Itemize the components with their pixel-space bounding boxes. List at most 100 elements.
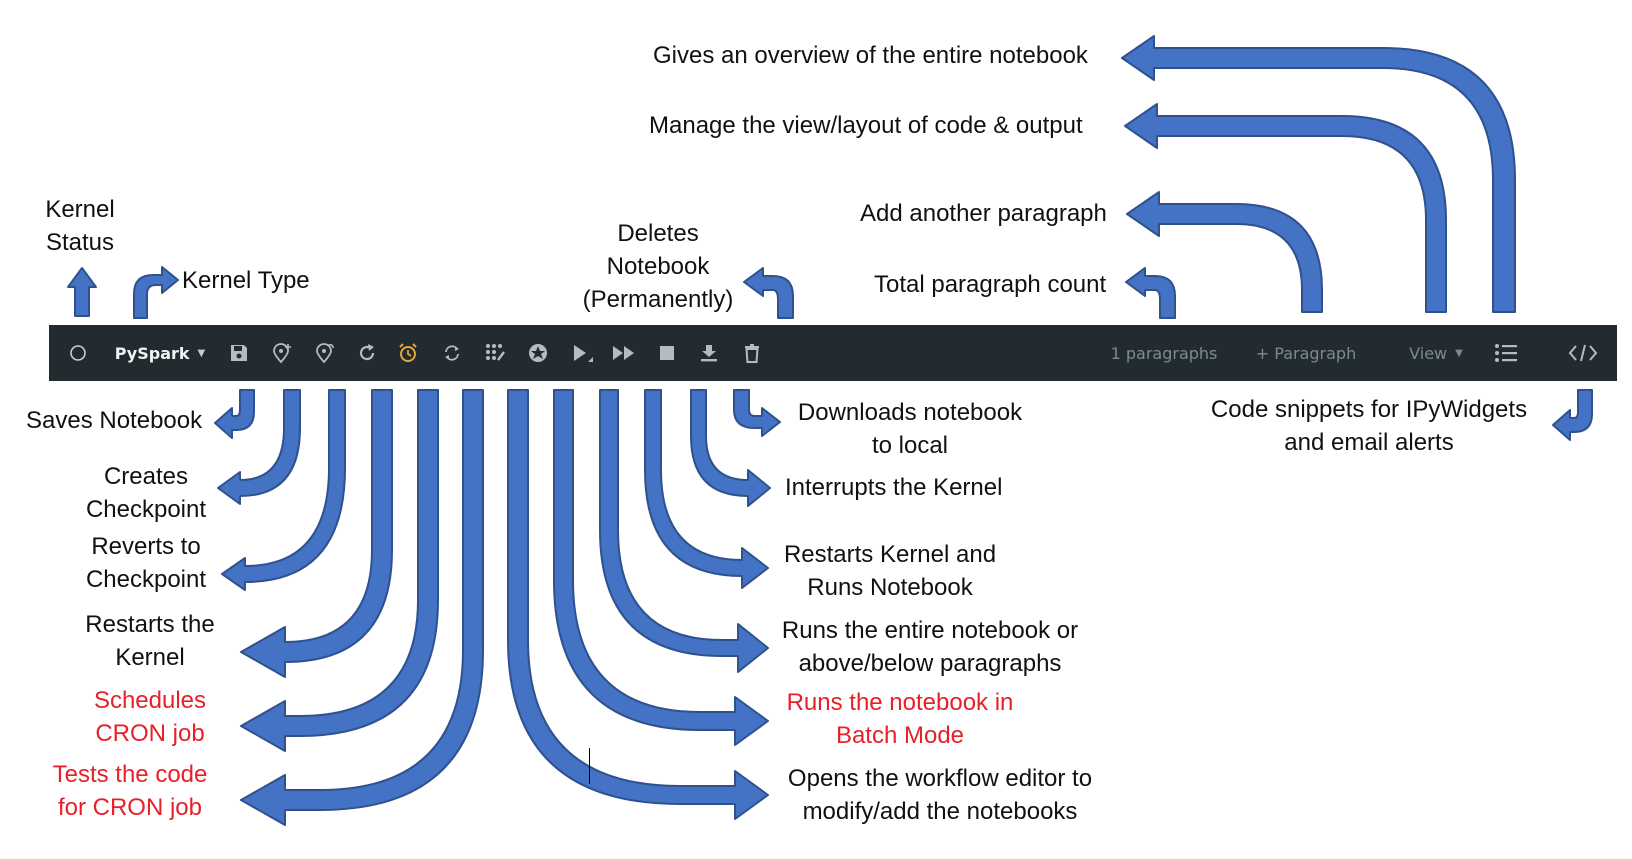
restart-and-run-button[interactable]: [609, 325, 639, 381]
label-schedules: Schedules CRON job: [70, 684, 230, 750]
view-dropdown[interactable]: View ▼: [1397, 325, 1475, 381]
arrow-restart-run: [644, 389, 769, 589]
paragraph-count: 1 paragraphs: [1101, 325, 1227, 381]
alarm-clock-icon: [399, 343, 417, 362]
trash-icon: [745, 344, 759, 363]
label-kernel-type: Kernel Type: [182, 267, 310, 294]
label-delete-line1: Deletes: [617, 220, 699, 247]
label-reverts-line1: Reverts to: [91, 533, 201, 560]
stop-icon: [660, 346, 674, 360]
fast-forward-icon: [613, 346, 634, 360]
label-workflow-line2: modify/add the notebooks: [802, 798, 1078, 825]
test-cron-button[interactable]: [438, 325, 466, 381]
label-downloads-line2: to local: [871, 432, 949, 459]
view-label: View: [1409, 343, 1448, 363]
arrow-delete: [743, 267, 794, 319]
paragraph-count-text: 1 paragraphs: [1110, 343, 1218, 363]
add-paragraph-button[interactable]: + Paragraph: [1250, 325, 1362, 381]
restart-icon: [359, 344, 375, 361]
arrow-batch: [553, 389, 769, 746]
delete-button[interactable]: [738, 325, 766, 381]
view-dropdown-icon: ▼: [1455, 347, 1463, 359]
run-all-button[interactable]: [568, 325, 598, 381]
label-creates-line1: Creates: [103, 463, 189, 490]
refresh-icon: [445, 345, 459, 361]
arrow-total-count: [1125, 267, 1176, 319]
label-creates: Creates Checkpoint: [76, 460, 216, 526]
batch-run-icon: [529, 344, 547, 362]
label-workflow: Opens the workflow editor to modify/add …: [770, 762, 1110, 828]
download-button[interactable]: [695, 325, 723, 381]
label-tests-line1: Tests the code: [52, 761, 208, 788]
workflow-editor-button[interactable]: [481, 325, 509, 381]
label-restarts-line1: Restarts the: [85, 611, 215, 638]
label-restarts-line2: Kernel: [115, 644, 185, 671]
workflow-grid-icon: [486, 344, 505, 361]
arrow-runs-entire: [599, 389, 769, 673]
label-batch: Runs the notebook in Batch Mode: [770, 686, 1030, 752]
arrow-tests: [240, 389, 484, 826]
arrow-restarts: [240, 389, 393, 678]
text-cursor: [589, 748, 590, 784]
kernel-dropdown-icon: ▼: [197, 347, 206, 359]
add-paragraph-label: + Paragraph: [1255, 343, 1357, 363]
notebook-overview-button[interactable]: [1491, 325, 1521, 381]
label-workflow-line1: Opens the workflow editor to: [787, 765, 1093, 792]
label-saves: Saves Notebook: [26, 407, 203, 434]
create-checkpoint-button[interactable]: [268, 325, 296, 381]
label-tests-line2: for CRON job: [57, 794, 203, 821]
arrow-saves: [214, 389, 255, 439]
arrow-kernel-status: [67, 267, 97, 317]
label-snippets-line1: Code snippets for IPyWidgets: [1210, 396, 1528, 423]
label-overview: Gives an overview of the entire notebook: [653, 42, 1088, 69]
code-snippets-button[interactable]: [1566, 325, 1600, 381]
interrupt-button[interactable]: [653, 325, 681, 381]
label-reverts: Reverts to Checkpoint: [76, 530, 216, 596]
label-batch-line2: Batch Mode: [835, 722, 965, 749]
label-restart-run-line1: Restarts Kernel and: [783, 541, 997, 568]
label-tests: Tests the code for CRON job: [40, 758, 220, 824]
save-icon: [231, 345, 247, 361]
restart-kernel-button[interactable]: [353, 325, 381, 381]
label-manage-view: Manage the view/layout of code & output: [649, 112, 1083, 139]
schedule-cron-button[interactable]: [394, 325, 422, 381]
arrow-creates: [217, 389, 301, 505]
label-downloads: Downloads notebook to local: [780, 396, 1040, 462]
arrow-schedules: [240, 389, 439, 752]
arrow-reverts: [221, 389, 346, 591]
label-kernel-status-line1: Kernel: [45, 196, 115, 223]
label-snippets: Code snippets for IPyWidgets and email a…: [1199, 393, 1539, 459]
label-restart-run-line2: Runs Notebook: [807, 574, 973, 601]
label-batch-line1: Runs the notebook in: [786, 689, 1014, 716]
label-runs-entire-line2: above/below paragraphs: [798, 650, 1062, 677]
label-delete: Deletes Notebook (Permanently): [568, 217, 748, 316]
arrow-overview: [1121, 35, 1516, 313]
checkpoint-create-icon: [273, 343, 291, 364]
arrow-kernel-type: [133, 266, 179, 319]
arrow-snippets: [1552, 389, 1593, 441]
revert-checkpoint-button[interactable]: [311, 325, 339, 381]
label-snippets-line2: and email alerts: [1284, 429, 1454, 456]
kernel-status-icon[interactable]: [65, 325, 91, 381]
notebook-toolbar: PySpark ▼ 1 paragraphs + Paragrap: [49, 325, 1617, 381]
label-reverts-line2: Checkpoint: [85, 566, 207, 593]
label-downloads-line1: Downloads notebook: [797, 399, 1023, 426]
batch-run-button[interactable]: [524, 325, 552, 381]
save-button[interactable]: [225, 325, 253, 381]
label-schedules-line2: CRON job: [95, 720, 205, 747]
kernel-type-dropdown[interactable]: PySpark ▼: [107, 325, 213, 381]
label-creates-line2: Checkpoint: [85, 496, 207, 523]
label-interrupts: Interrupts the Kernel: [785, 474, 1003, 501]
label-runs-entire: Runs the entire notebook or above/below …: [770, 614, 1090, 680]
checkpoint-revert-icon: [316, 343, 334, 364]
download-icon: [701, 345, 717, 362]
label-kernel-status: Kernel Status: [30, 193, 130, 259]
label-runs-entire-line1: Runs the entire notebook or: [781, 617, 1079, 644]
label-delete-line3: (Permanently): [582, 286, 734, 313]
label-delete-line2: Notebook: [606, 253, 710, 280]
arrow-downloads: [733, 389, 781, 437]
arrow-manage-view: [1124, 103, 1447, 313]
kernel-name: PySpark: [114, 343, 190, 363]
arrow-workflow: [507, 389, 769, 820]
label-restarts: Restarts the Kernel: [70, 608, 230, 674]
